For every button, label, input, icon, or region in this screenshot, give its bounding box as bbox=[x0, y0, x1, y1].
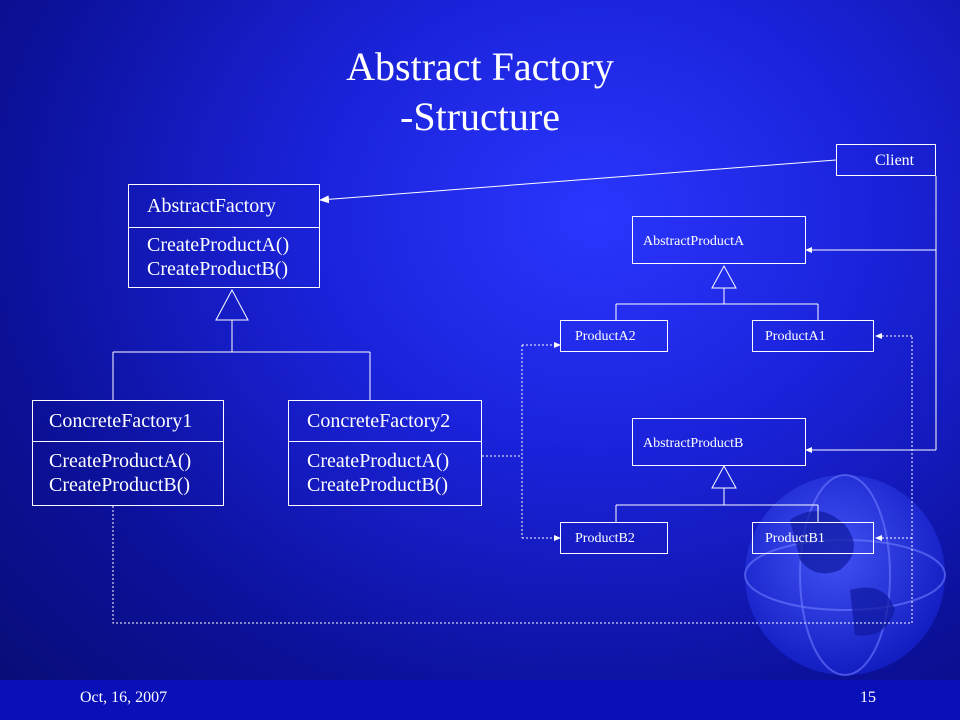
abstract-factory-op2: CreateProductB() bbox=[147, 258, 289, 280]
slide-title-line2: -Structure bbox=[400, 94, 560, 139]
factory1-dependency-line bbox=[112, 336, 913, 624]
abstract-factory-op1: CreateProductA() bbox=[147, 234, 290, 256]
page-number: 15 bbox=[860, 689, 876, 706]
concrete-factory1-op1: CreateProductA() bbox=[49, 450, 192, 472]
product-b1-label: ProductB1 bbox=[765, 531, 825, 546]
abstract-factory-class: AbstractFactory CreateProductA() CreateP… bbox=[128, 184, 320, 288]
slide-title-line1: Abstract Factory bbox=[346, 44, 614, 89]
product-a1-class: ProductA1 bbox=[752, 320, 874, 352]
concrete-factory2-class: ConcreteFactory2 CreateProductA() Create… bbox=[288, 400, 482, 506]
client-to-factory-arrow bbox=[319, 159, 837, 204]
abstract-product-a-label: AbstractProductA bbox=[643, 234, 745, 249]
concrete-factory2-name: ConcreteFactory2 bbox=[307, 410, 451, 432]
concrete-factory2-op2: CreateProductB() bbox=[307, 474, 449, 496]
product-a1-label: ProductA1 bbox=[765, 329, 826, 344]
footer-date: Oct, 16, 2007 bbox=[80, 689, 168, 706]
concrete-factory2-op1: CreateProductA() bbox=[307, 450, 450, 472]
footer-bar bbox=[0, 680, 960, 720]
client-class: Client bbox=[836, 144, 936, 176]
client-label: Client bbox=[875, 152, 915, 169]
concrete-factory1-class: ConcreteFactory1 CreateProductA() Create… bbox=[32, 400, 224, 506]
abstract-product-b-class: AbstractProductB bbox=[632, 418, 806, 466]
product-a2-label: ProductA2 bbox=[575, 329, 636, 344]
factory-inheritance-triangle bbox=[215, 288, 249, 321]
concrete-factory1-op2: CreateProductB() bbox=[49, 474, 191, 496]
product-b2-label: ProductB2 bbox=[575, 531, 635, 546]
product-b-inheritance-triangle bbox=[711, 464, 737, 489]
product-b1-class: ProductB1 bbox=[752, 522, 874, 554]
product-b2-class: ProductB2 bbox=[560, 522, 668, 554]
product-a2-class: ProductA2 bbox=[560, 320, 668, 352]
product-a-inheritance-triangle bbox=[711, 264, 737, 289]
concrete-factory1-name: ConcreteFactory1 bbox=[49, 410, 193, 432]
abstract-product-b-label: AbstractProductB bbox=[643, 436, 744, 451]
abstract-factory-name: AbstractFactory bbox=[147, 195, 276, 217]
abstract-product-a-class: AbstractProductA bbox=[632, 216, 806, 264]
